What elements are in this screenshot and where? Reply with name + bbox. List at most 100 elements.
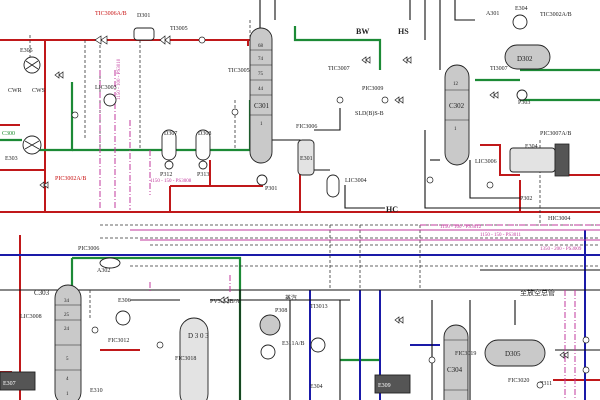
pink-label-2: 1150 - 100 - PS3012: [440, 225, 482, 230]
e304-bottom-label: E304: [310, 384, 323, 390]
ti3005-label: TI3005: [170, 26, 188, 32]
pic3002-label: PIC3002A/B: [55, 176, 86, 182]
c302-label: C302: [449, 102, 465, 110]
c303-tray-24: 24: [64, 327, 70, 332]
c302-tray-1: 1: [454, 127, 457, 132]
exchangers-left: E305 E303 CWR CWS C300 LIC3003: [2, 48, 117, 162]
pic3009-label: PIC3009: [362, 86, 383, 92]
instrument-tags: TIC3006A/B TIC3005 TIC3007 LIC3004 LIC30…: [20, 11, 572, 384]
a301-label: A301: [486, 11, 499, 17]
cws-label: CWS: [32, 88, 45, 94]
pink-label-1: 1150 - 100 - PS3010: [117, 58, 122, 100]
fic3006-label: FIC3006: [296, 124, 317, 130]
column-c303: 34 25 24 5 4 1 C303: [34, 284, 82, 400]
e311-label: E311A/B: [282, 341, 304, 347]
c303-tray-4: 4: [66, 377, 69, 382]
steam-label: 蒸汽: [285, 294, 297, 302]
column-c304: C304: [443, 324, 469, 400]
e309-label: E309: [378, 383, 391, 389]
c301-tray-44: 44: [258, 87, 264, 92]
top-right-equipment: A301 E304 P303 P302 P311: [486, 6, 552, 387]
vessel-d302: D302: [504, 44, 551, 70]
e305-label: E305: [20, 48, 33, 54]
lic3003-label: LIC3003: [95, 85, 117, 91]
vent-label: 至放空总管: [520, 288, 555, 297]
fic3012-label: FIC3012: [108, 338, 129, 344]
e306-label: E306: [118, 298, 131, 304]
e310-label: E310: [90, 388, 103, 394]
hs-label: HS: [398, 27, 409, 36]
d308-label: D308: [198, 131, 211, 137]
exchangers-e307-e309: E307 E309: [0, 371, 411, 394]
d305-label: D305: [505, 350, 521, 358]
d302-label: D302: [517, 55, 533, 63]
ti3007-label: TI3007: [490, 66, 508, 72]
c304-label: C304: [447, 366, 463, 374]
fic3020-label: FIC3020: [508, 378, 529, 384]
tic3002-label: TIC3002A/B: [540, 12, 572, 18]
column-c301: 68 74 75 44 1 C301 P301: [249, 27, 277, 192]
lic3008-label: LIC3008: [20, 314, 42, 320]
pv3008-label: PV3008B/A: [210, 299, 240, 305]
tic3007-label: TIC3007: [328, 66, 350, 72]
c300-label: C300: [2, 131, 15, 137]
tic3006-label: TIC3006A/B: [95, 11, 127, 17]
exchanger-e301: E301: [297, 139, 340, 198]
c301-tray-68: 68: [258, 44, 264, 49]
c303-tray-5: 5: [66, 357, 69, 362]
c301-tray-74: 74: [258, 57, 264, 62]
p311-label: P311: [540, 381, 552, 387]
lic3006-label: LIC3006: [475, 159, 497, 165]
pink-line-labels: 1150 - 100 - PS3010 1150 - 100 - PS3012 …: [117, 58, 582, 252]
lic3004-label: LIC3004: [345, 178, 367, 184]
p302-label: P302: [520, 196, 532, 202]
e301-label: E301: [300, 156, 313, 162]
tic3005-label: TIC3005: [228, 68, 250, 74]
pink-label-4: 1150 - 150 - PS3008: [150, 179, 192, 184]
cwr-label: CWR: [8, 88, 22, 94]
c303-tray-25: 25: [64, 313, 70, 318]
ti3013-label: TI3013: [310, 304, 328, 310]
p313-label: P313: [197, 172, 209, 178]
fic3010-label: FIC3018: [175, 356, 196, 362]
c303-tray-1: 1: [66, 392, 69, 397]
d303-label: D 3 0 3: [188, 332, 209, 340]
bw-label: BW: [356, 27, 369, 36]
vessel-d305: D305: [484, 339, 546, 367]
c301-label: C301: [254, 102, 270, 110]
hic3004-label: HIC3004: [548, 216, 570, 222]
e304-top-label: E304: [515, 6, 528, 12]
bottom-equipment: P308 E311A/B E306 蒸汽 PV3008B/A E304 E310…: [90, 257, 326, 394]
vessel-d301: D301: [133, 13, 155, 41]
p308-label: P308: [275, 308, 287, 314]
d301-label: D301: [137, 13, 150, 19]
d307-label: D307: [164, 131, 177, 137]
pink-label-5: 1350 - 200 - PS3009: [540, 247, 582, 252]
c303-label: C303: [34, 289, 50, 297]
p303-label: P303: [518, 100, 530, 106]
vessel-d303: D 3 0 3: [179, 317, 209, 400]
pic3007-label: PIC3007A/B: [540, 131, 571, 137]
p312-label: P312: [160, 172, 172, 178]
p301-label: P301: [265, 186, 277, 192]
instrument-bubbles: [71, 36, 590, 389]
c301-tray-75: 75: [258, 72, 264, 77]
pic3006-label: PIC3006: [78, 246, 99, 252]
hc-label: HC: [386, 205, 398, 214]
a302-label: A302: [97, 268, 110, 274]
stream-labels: BW HS HC SLD(B)S-B 至放空总管: [355, 27, 555, 297]
exchanger-e304: E304: [509, 143, 570, 177]
c302-tray-12: 12: [453, 82, 459, 87]
sump-label: SLD(B)S-B: [355, 110, 384, 117]
e304-label: E304: [525, 144, 538, 150]
e307-label: E307: [3, 381, 16, 387]
pink-label-3: 1150 - 150 - PS3011: [480, 233, 522, 238]
c303-tray-34: 34: [64, 299, 70, 304]
vessels-d307-d308: D307 D308 P312 P313: [160, 129, 211, 178]
e303-label: E303: [5, 156, 18, 162]
c301-tray-1: 1: [260, 122, 263, 127]
valves: [39, 35, 569, 359]
fic3019-label: FIC3019: [455, 351, 476, 357]
